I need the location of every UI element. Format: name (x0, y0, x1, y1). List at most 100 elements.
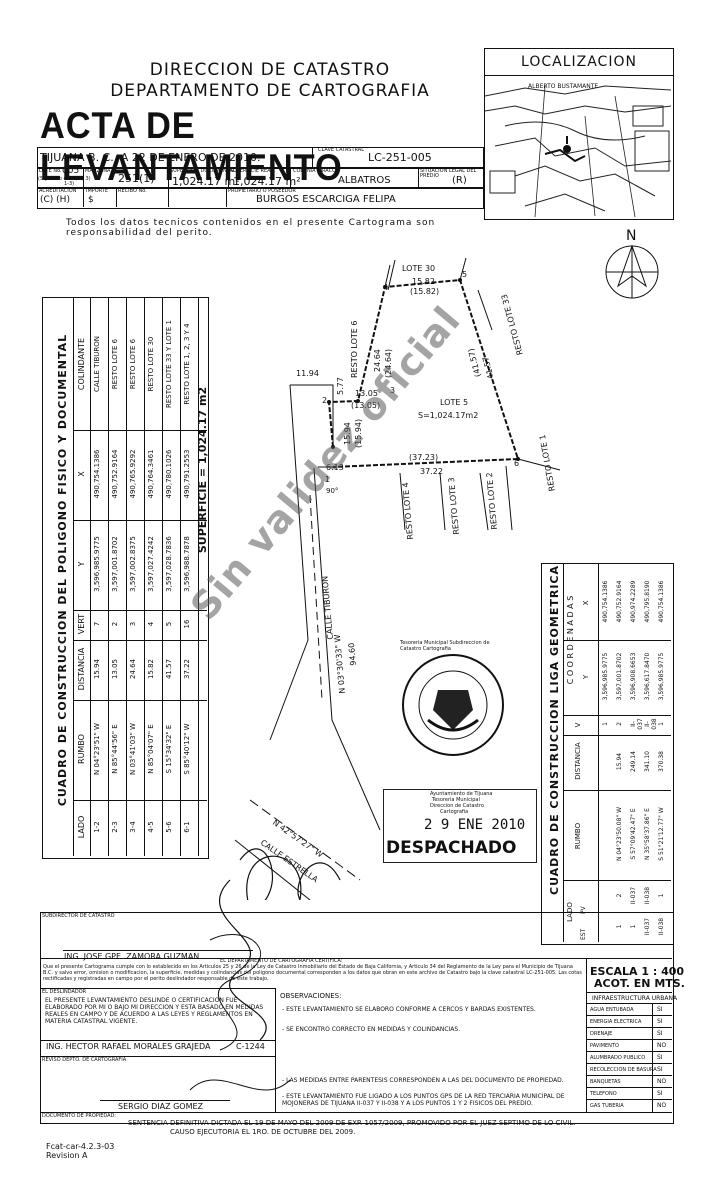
colonia-value: ALBATROS (338, 175, 391, 186)
poligono-cell: N 03°41'03" W (129, 723, 137, 775)
place-date: TIJUANA B. C., A 22 DE ENERO DE 2010. (40, 151, 261, 164)
liga-cell: 3,597,001.8702 (616, 652, 623, 701)
deslindador-name: ING. HECTOR RAFAEL MORALES GRAJEDA (46, 1042, 211, 1051)
poligono-cell: 490,780.1026 (165, 449, 173, 499)
acreditacion-label: ACREDITACION (39, 188, 77, 194)
liga-cell: 249.14 (630, 751, 637, 772)
sup-real-value: 1,024.17 m² (233, 175, 301, 188)
deslindador-text: EL PRESENTE LEVANTAMIENTO DESLINDE O CER… (45, 997, 264, 1025)
subdirector-name: ING. JOSE GPE. ZAMORA GUZMAN (64, 952, 200, 961)
poligono-header-0: LADO (77, 815, 86, 839)
infra-item-value: SI (657, 1030, 663, 1037)
poligono-cell: RESTO LOTE 33 Y LOTE 1 (165, 320, 173, 408)
d3722: 37.22 (420, 467, 443, 476)
poligono-cell: 2 (111, 621, 119, 627)
d613: 6.13 (326, 463, 344, 472)
liga-cell: 3,596,617.8470 (644, 652, 651, 701)
liga-cell: N 04°23'50.08" W (616, 806, 623, 862)
obs-item-4: - ESTE LEVANTAMIENTO FUE LIGADO A LOS PU… (282, 1093, 565, 1107)
poligono-cell: 16 (183, 619, 191, 629)
infra-item-label: TELEFONO (590, 1091, 617, 1097)
clave-box (312, 147, 484, 169)
infra-item-label: DRENAJE (590, 1031, 613, 1037)
manzana-value: 251(1) (118, 172, 155, 185)
importe-value: $ (88, 195, 94, 205)
poligono-cell: RESTO LOTE 6 (129, 338, 137, 390)
poligono-cell: 490,764.3461 (147, 449, 155, 499)
vertex-2: 2 (322, 396, 328, 405)
liga-h-x: X (582, 600, 590, 606)
lote-value: 005 (62, 166, 80, 176)
despachado-stamp (383, 789, 537, 863)
poligono-cell: 15.82 (147, 658, 155, 680)
liga-h-v: V (574, 722, 582, 728)
liga-cell: 1 (602, 722, 609, 726)
liga-cell: 341.10 (644, 751, 651, 772)
survey-map (234, 244, 659, 900)
reviso-name: SERGIO DIAZ GOMEZ (118, 1102, 204, 1111)
poligono-cell: 3,597,028.7836 (165, 536, 173, 592)
poligono-cell: 490,765.9292 (129, 449, 137, 499)
poligono-cell: 5 (165, 621, 173, 627)
poligono-cell: RESTO LOTE 6 (111, 338, 119, 390)
documento-text2: CAUSO EJECUTORIA EL 1RO. DE OCTUBRE DEL … (170, 1128, 356, 1136)
poligono-cell: 4 (147, 621, 155, 627)
infra-title: INFRAESTRUCTURA URBANA (592, 995, 678, 1002)
infra-item-value: SI (657, 1018, 663, 1025)
poligono-superficie: SUPERFICIE = 1,024.17 m2 (196, 386, 209, 554)
seal-text: Tesoreria Municipal Subdireccion de Cata… (400, 640, 490, 652)
infra-item-label: ENERGIA ELECTRICA (590, 1019, 642, 1025)
poligono-cell: CALLE TIBURON (93, 336, 101, 392)
poligono-cell: 3 (129, 621, 137, 627)
liga-cell: 490,754.1386 (602, 580, 609, 623)
deslindador-code: C-1244 (236, 1042, 265, 1051)
d3723d: (37.23) (409, 453, 439, 462)
liga-cell: 490,754.1386 (658, 580, 665, 623)
angle-90: 90° (326, 487, 339, 495)
reviso-label: REVISO DEPTO. DE CARTOGRAFIA (42, 1057, 127, 1063)
poligono-cell: 3-4 (129, 821, 137, 833)
info-row-3 (37, 187, 484, 209)
documento-label: DOCUMENTO DE PROPIEDAD: (42, 1113, 117, 1119)
footer-code: Fcat-car-4.2.3-03 (46, 1142, 115, 1151)
liga-cell: 1 (658, 722, 665, 726)
poligono-cell: 4-5 (147, 821, 155, 833)
observaciones-title: OBSERVACIONES: (280, 992, 342, 1000)
lote5-label: LOTE 5 (440, 398, 469, 407)
stamp-despachado: DESPACHADO (386, 838, 517, 858)
vertex-6: 6 (514, 459, 520, 468)
poligono-cell: 3,597,027.4242 (147, 536, 155, 592)
signature-scribbles (189, 879, 291, 1091)
north-label: N (626, 228, 637, 244)
infra-item-value: NO (657, 1042, 667, 1049)
liga-cell: S 57°09'42.47" E (630, 808, 637, 860)
sup-real-label: SUPERFICIE REAL (230, 168, 274, 174)
obs-item-3: - LAS MEDIDAS ENTRE PARENTESIS CORRESPON… (282, 1077, 564, 1084)
escala-line2: ACOT. EN MTS. (594, 977, 685, 990)
poligono-header-6: COLINDANTE (77, 337, 86, 391)
stamp-line1: Ayuntamiento de Tijuana (430, 791, 493, 797)
poligono-cell: 3,597,001.8702 (111, 536, 119, 592)
bottom-section (40, 912, 674, 1124)
propietario-value: BURGOS ESCARCIGA FELIPA (256, 194, 396, 205)
vertex-1: 1 (325, 475, 331, 484)
infra-item-value: SI (657, 1006, 663, 1013)
info-row-2 (37, 167, 484, 189)
poligono-header-3: VERT (77, 613, 86, 635)
infra-item-value: NO (657, 1102, 667, 1109)
poligono-cell: N 04°23'51" W (93, 723, 101, 775)
situacion-value: (R) (452, 175, 467, 186)
header-line2: DEPARTAMENTO DE CARTOGRAFIA (110, 81, 430, 101)
recibo-label: RECIBO No. (118, 188, 147, 194)
acreditacion-value: (C) (H) (40, 195, 70, 205)
poligono-header-1: RUMBO (77, 734, 86, 764)
liga-cell: 370.38 (658, 751, 665, 772)
poligono-header-4: Y (77, 561, 86, 567)
liga-cell: II-037 (630, 886, 637, 905)
poligono-cell: 490,791.2553 (183, 449, 191, 499)
d1305: 13.05 (355, 389, 378, 398)
liga-h-y: Y (582, 674, 590, 680)
poligono-cell: 7 (93, 621, 101, 627)
vertex-5: 5 (462, 270, 468, 279)
poligono-cell: 15.94 (93, 658, 101, 680)
